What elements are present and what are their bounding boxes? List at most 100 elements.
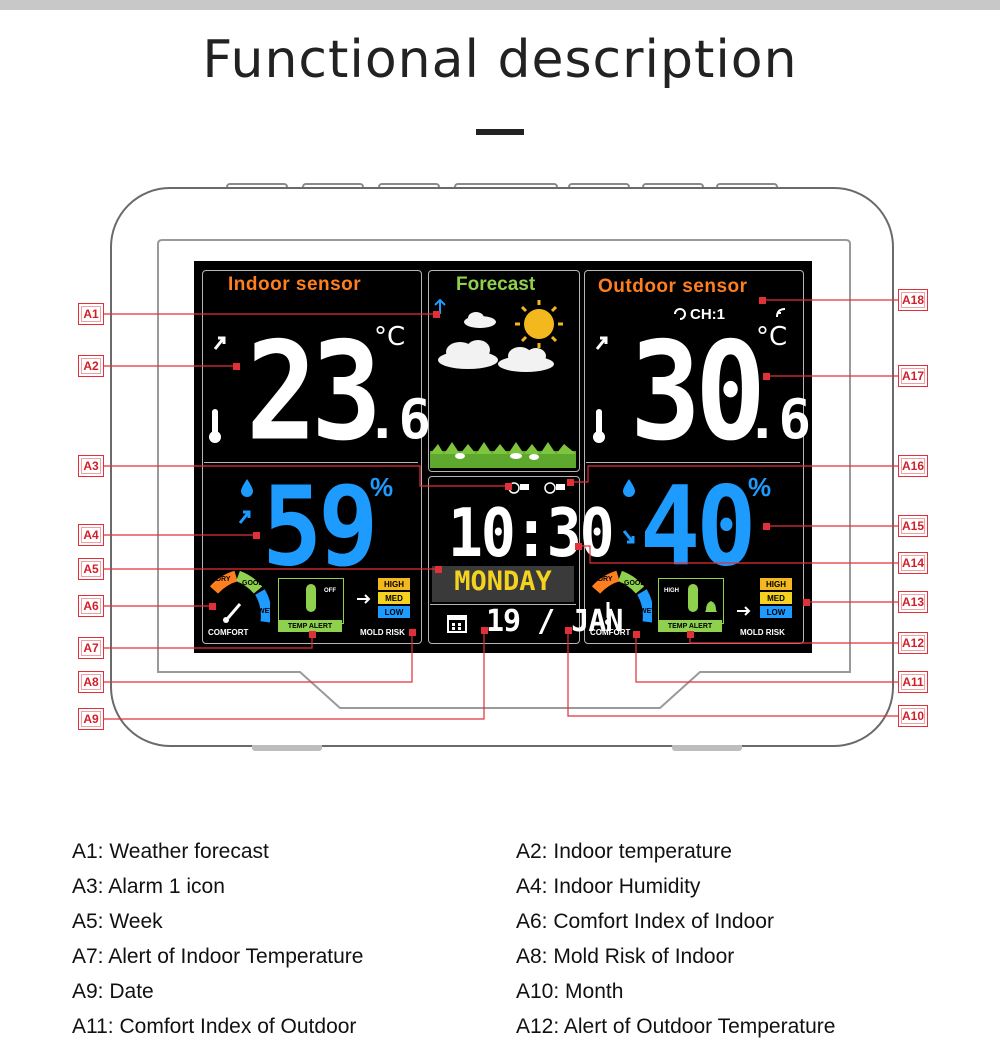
outdoor-humidity: 40: [640, 462, 756, 591]
indoor-thermometer-icon: [209, 409, 221, 443]
indoor-risk-high: HIGH: [378, 578, 410, 590]
callout-a4: A4: [78, 524, 104, 546]
description-item: A6: Comfort Index of Indoor: [516, 910, 774, 933]
indoor-alert-off: OFF: [324, 588, 336, 594]
indoor-comfort-dry: DRY: [216, 576, 231, 583]
outdoor-humidity-trend-icon: [622, 530, 635, 544]
indoor-temp-trend-icon: [213, 336, 226, 350]
indoor-risk-arrow-icon: [357, 594, 371, 604]
device-foot-left: [252, 745, 322, 751]
outdoor-comfort-good: GOOD: [624, 580, 646, 587]
outdoor-temp-alert-label: TEMP ALERT: [658, 620, 722, 632]
description-item: A12: Alert of Outdoor Temperature: [516, 1015, 836, 1038]
callout-a2: A2: [78, 355, 104, 377]
grass-icon: [430, 442, 576, 468]
sun-icon: [515, 300, 563, 348]
callout-a13: A13: [898, 591, 928, 613]
description-item: A1: Weather forecast: [72, 840, 269, 863]
forecast-label: Forecast: [456, 274, 536, 295]
outdoor-humidity-unit: %: [748, 472, 772, 502]
page-title: Functional description: [202, 30, 798, 90]
callout-a3: A3: [78, 455, 104, 477]
bell-icon: [705, 601, 717, 612]
forecast-art: [430, 300, 576, 468]
callout-a15: A15: [898, 515, 928, 537]
outdoor-temp-trend-icon: [595, 336, 608, 350]
callout-a12: A12: [898, 632, 928, 654]
outdoor-thermometer-icon: [593, 409, 605, 443]
callout-a8: A8: [78, 671, 104, 693]
device-foot-right: [672, 745, 742, 751]
weekday-background: [432, 566, 574, 602]
indoor-risk-low: LOW: [378, 606, 410, 618]
date-display: 19 / JAN: [486, 604, 623, 639]
outdoor-comfort-wet: WET: [640, 608, 656, 615]
callout-a6: A6: [78, 595, 104, 617]
outdoor-risk-arrow-icon: [737, 606, 751, 616]
description-item: A3: Alarm 1 icon: [72, 875, 225, 898]
description-item: A9: Date: [72, 980, 154, 1003]
outdoor-risk-med: MED: [760, 592, 792, 604]
signal-icon: [776, 308, 786, 318]
callout-a9: A9: [78, 708, 104, 730]
weekday: MONDAY: [454, 566, 552, 597]
indoor-mold-risk-label: MOLD RISK: [360, 628, 405, 637]
outdoor-risk-high: HIGH: [760, 578, 792, 590]
indoor-temp-alert-label: TEMP ALERT: [278, 620, 342, 632]
outdoor-comfort-label: COMFORT: [590, 628, 631, 637]
indoor-divider: [204, 462, 418, 463]
outdoor-comfort-dry: DRY: [598, 576, 613, 583]
callout-a7: A7: [78, 637, 104, 659]
date-divider: [430, 604, 576, 605]
indoor-humidity-trend-icon: [238, 510, 251, 524]
callout-a10: A10: [898, 705, 928, 727]
outdoor-divider: [586, 462, 800, 463]
indoor-temp-unit: °C: [374, 322, 406, 352]
outdoor-droplet-icon: [623, 479, 635, 497]
clock-time: 10:30: [448, 494, 615, 573]
callout-a14: A14: [898, 552, 928, 574]
indoor-comfort-label: COMFORT: [208, 628, 249, 637]
indoor-comfort-good: GOOD: [242, 580, 264, 587]
description-item: A7: Alert of Indoor Temperature: [72, 945, 364, 968]
description-item: A8: Mold Risk of Indoor: [516, 945, 735, 968]
cloud-icon: [438, 312, 554, 372]
callout-a16: A16: [898, 455, 928, 477]
outdoor-sensor-label: Outdoor sensor: [598, 276, 748, 297]
outdoor-mold-risk-label: MOLD RISK: [740, 628, 785, 637]
description-item: A11: Comfort Index of Outdoor: [72, 1015, 357, 1038]
callout-a1: A1: [78, 303, 104, 325]
outdoor-risk-low: LOW: [760, 606, 792, 618]
alarm-2-icon: [544, 482, 565, 494]
outdoor-comfort-gauge-icon: [591, 570, 652, 625]
title-divider: [476, 129, 524, 135]
clock-panel: [428, 476, 580, 644]
callout-a5: A5: [78, 558, 104, 580]
outdoor-alert-high: HIGH: [664, 588, 679, 594]
outdoor-alert-thermometer-icon: [688, 584, 698, 612]
callout-a11: A11: [898, 671, 928, 693]
description-item: A4: Indoor Humidity: [516, 875, 701, 898]
outdoor-temperature-decimal: .6: [746, 388, 812, 451]
callout-a18: A18: [898, 289, 928, 311]
indoor-sensor-label: Indoor sensor: [228, 274, 362, 295]
indoor-comfort-wet: WET: [258, 608, 274, 615]
indoor-temperature: 23: [246, 312, 382, 471]
indoor-comfort-gauge-icon: [209, 570, 270, 623]
description-item: A10: Month: [516, 980, 624, 1003]
channel-indicator: CH:1: [690, 306, 726, 323]
top-bar: [0, 0, 1000, 10]
indoor-alert-thermometer-icon: [306, 584, 316, 612]
indoor-temperature-decimal: .6: [366, 388, 432, 451]
outdoor-temperature: 30: [630, 312, 766, 471]
indoor-droplet-icon: [241, 479, 253, 497]
refresh-icon: [674, 308, 686, 320]
description-item: A2: Indoor temperature: [516, 840, 732, 863]
description-item: A5: Week: [72, 910, 163, 933]
outdoor-temp-unit: °C: [756, 322, 788, 352]
indoor-risk-med: MED: [378, 592, 410, 604]
indoor-humidity-unit: %: [370, 472, 394, 502]
forecast-panel: [428, 270, 580, 472]
